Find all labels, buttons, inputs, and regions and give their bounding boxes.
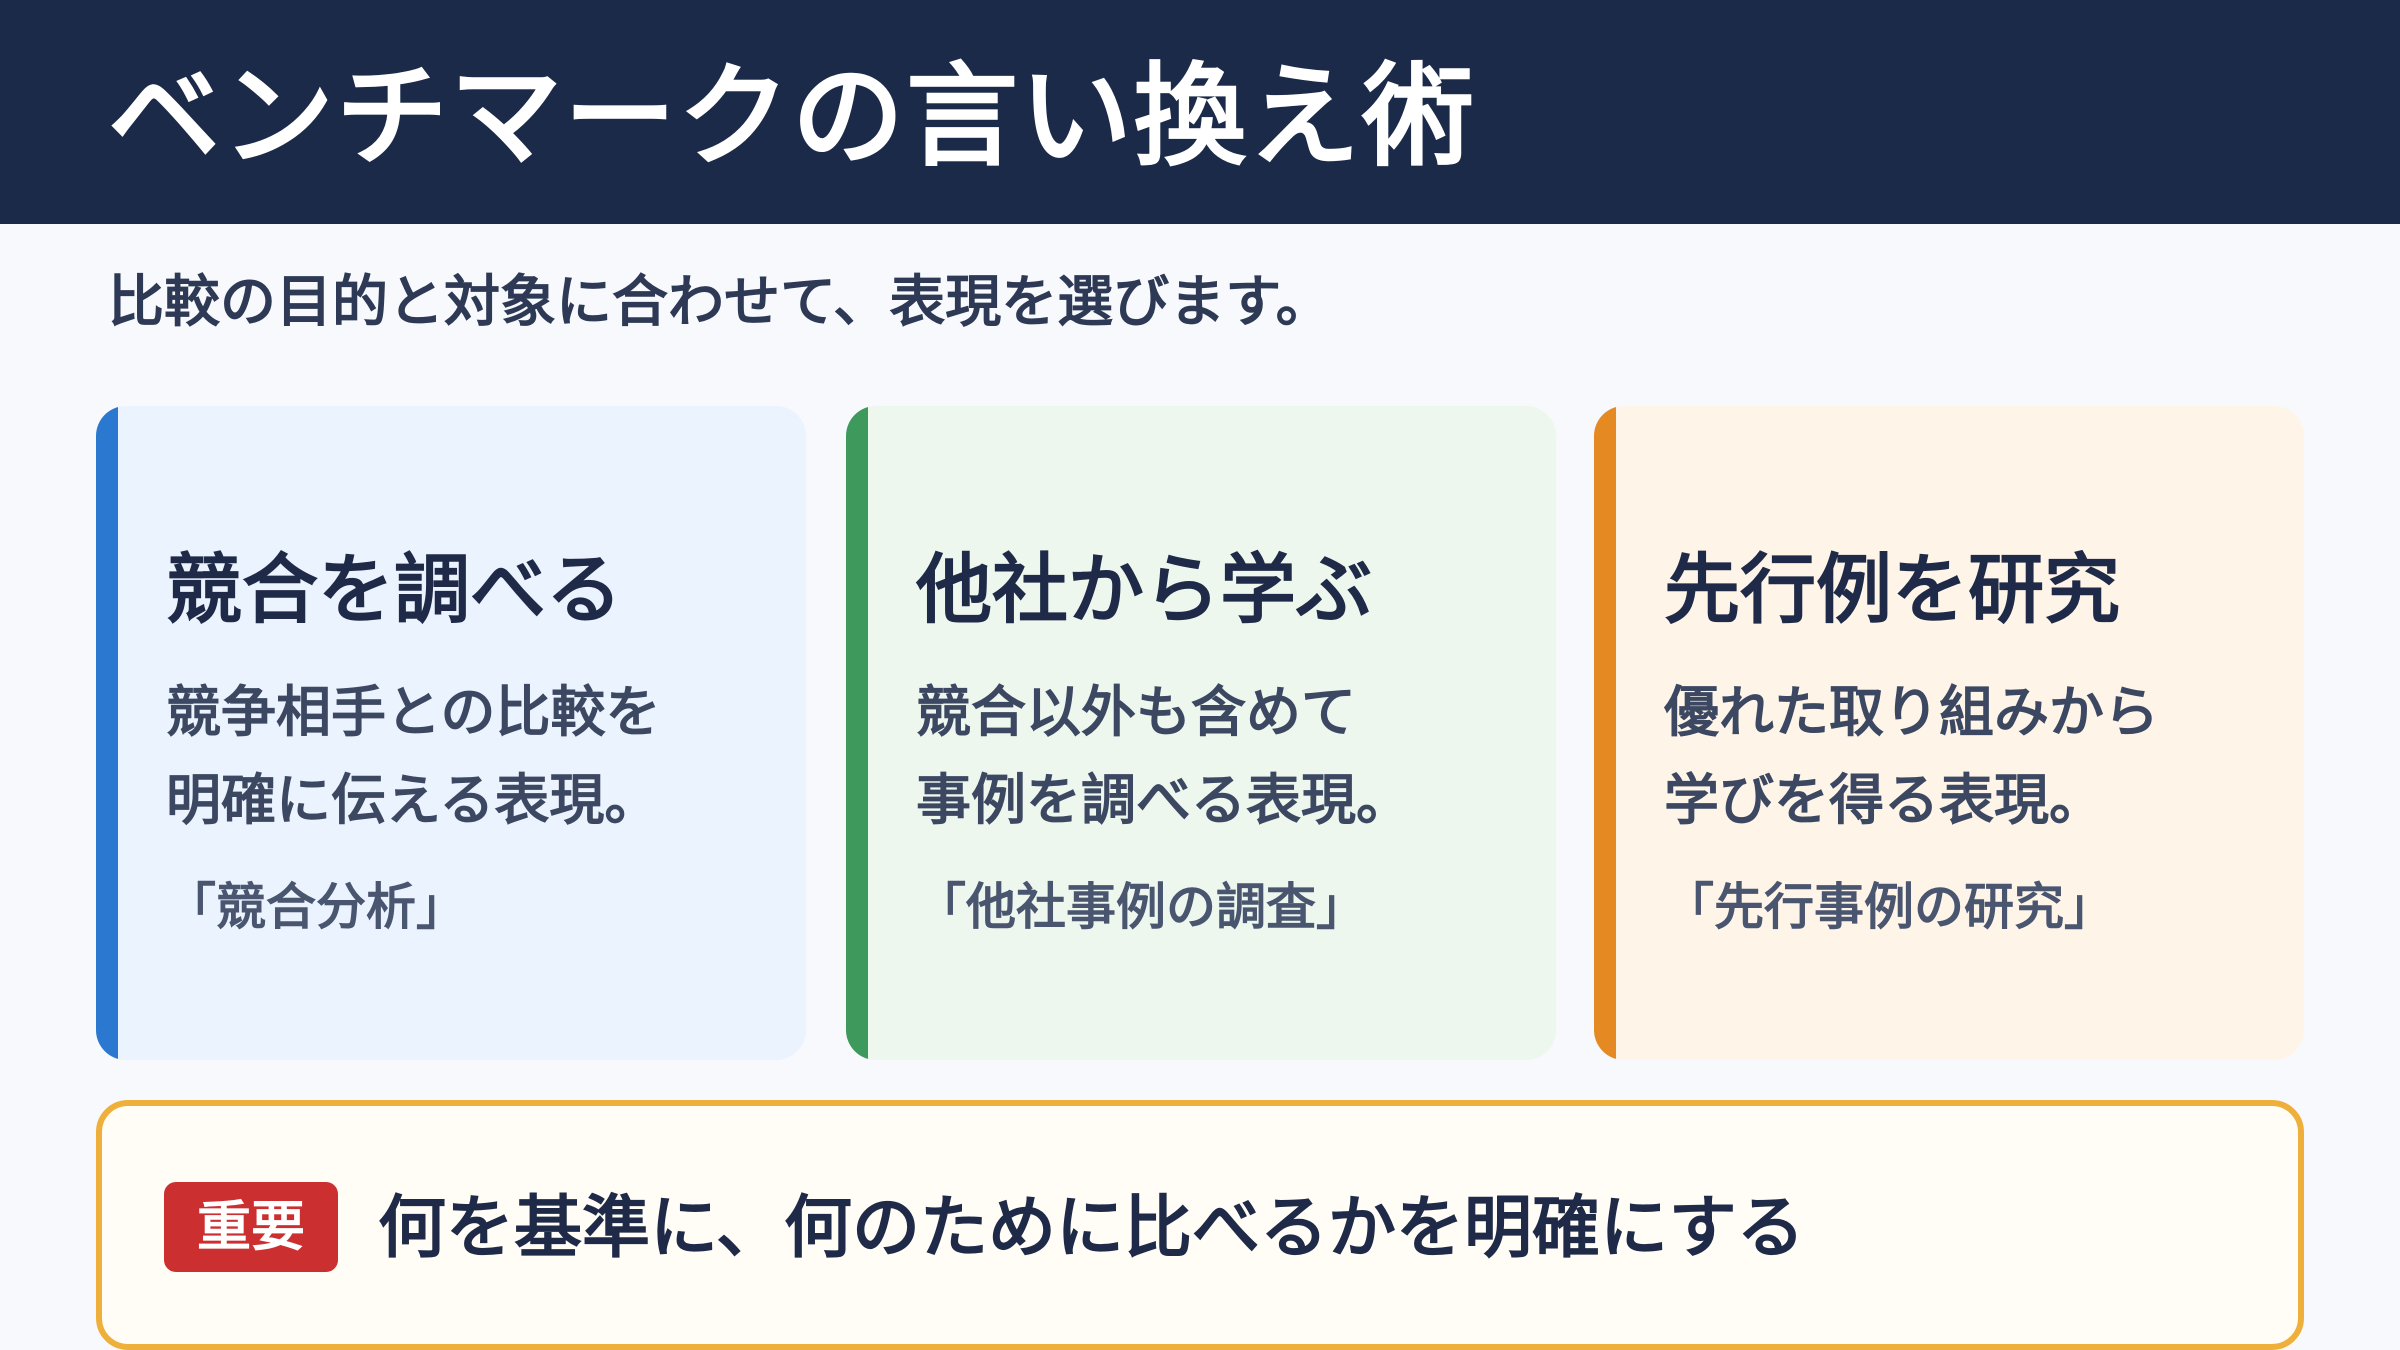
page-title: ベンチマークの言い換え術 bbox=[108, 52, 1476, 182]
card-example: 「先行事例の研究」 bbox=[1664, 878, 2114, 936]
card-description: 競争相手との比較を 明確に伝える表現。 bbox=[166, 668, 786, 844]
card-description: 優れた取り組みから 学びを得る表現。 bbox=[1664, 668, 2284, 844]
card-other-company-study: 他社から学ぶ 競合以外も含めて 事例を調べる表現。 「他社事例の調査」 bbox=[846, 406, 1556, 1060]
card-description: 競合以外も含めて 事例を調べる表現。 bbox=[916, 668, 1536, 844]
card-example: 「競合分析」 bbox=[166, 878, 466, 936]
header-bar: ベンチマークの言い換え術 bbox=[0, 0, 2400, 224]
card-description-line: 事例を調べる表現。 bbox=[916, 768, 1412, 832]
card-description-line: 学びを得る表現。 bbox=[1664, 768, 2105, 832]
card-title: 競合を調べる bbox=[166, 545, 622, 634]
card-accent-bar bbox=[96, 406, 118, 1060]
card-accent-bar bbox=[846, 406, 868, 1060]
card-description-line: 競合以外も含めて bbox=[916, 680, 1357, 744]
card-precedent-research: 先行例を研究 優れた取り組みから 学びを得る表現。 「先行事例の研究」 bbox=[1594, 406, 2304, 1060]
important-callout: 重要 何を基準に、何のために比べるかを明確にする bbox=[96, 1100, 2304, 1350]
card-competitor-analysis: 競合を調べる 競争相手との比較を 明確に伝える表現。 「競合分析」 bbox=[96, 406, 806, 1060]
card-title: 先行例を研究 bbox=[1664, 545, 2120, 634]
important-text: 何を基準に、何のために比べるかを明確にする bbox=[378, 1189, 1805, 1268]
card-example: 「他社事例の調査」 bbox=[916, 878, 1366, 936]
card-description-line: 競争相手との比較を bbox=[166, 680, 661, 744]
card-title: 他社から学ぶ bbox=[916, 545, 1372, 634]
important-badge: 重要 bbox=[164, 1182, 338, 1272]
card-accent-bar bbox=[1594, 406, 1616, 1060]
page-subtitle: 比較の目的と対象に合わせて、表現を選びます。 bbox=[108, 270, 1332, 335]
card-description-line: 優れた取り組みから bbox=[1664, 680, 2160, 744]
card-description-line: 明確に伝える表現。 bbox=[166, 768, 660, 832]
